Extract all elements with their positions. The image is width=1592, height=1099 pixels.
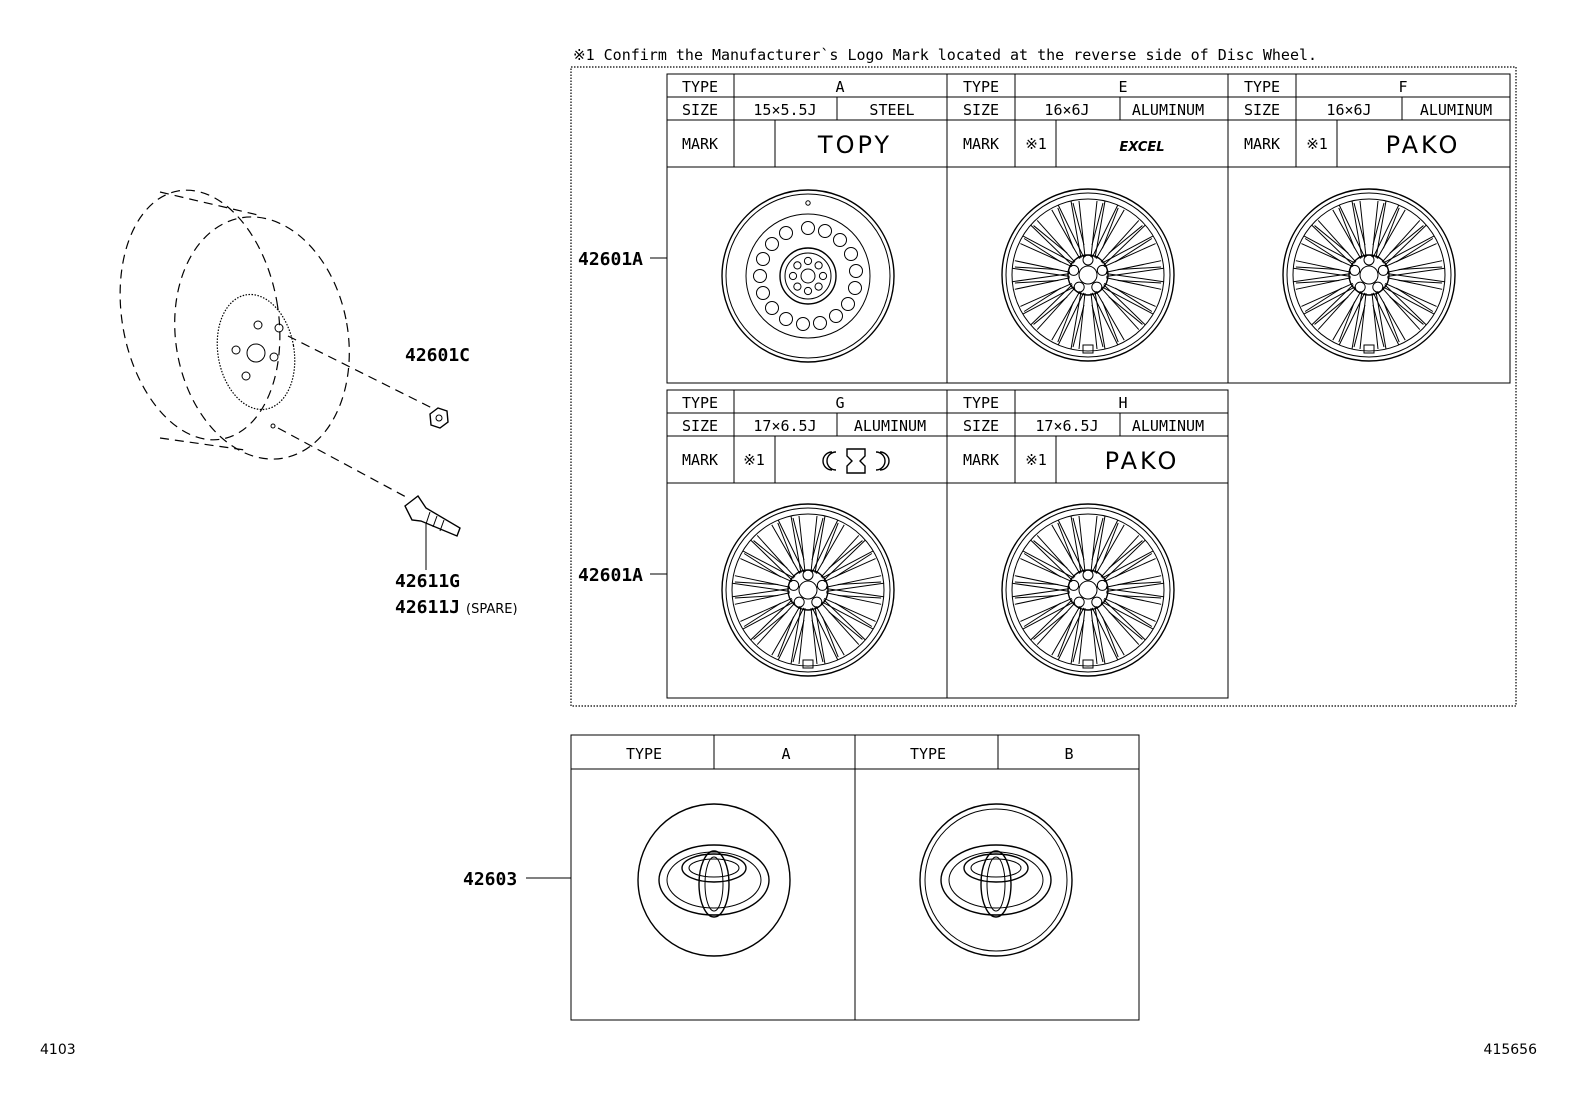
type-label: TYPE [963, 394, 999, 412]
steel-wheel-drawing [721, 189, 895, 363]
valve-stem-drawing [404, 494, 461, 570]
size-label: SIZE [1244, 101, 1280, 119]
footer-left-code: 4103 [40, 1042, 76, 1058]
wheel-size-value: 16×6J [1326, 101, 1371, 119]
mark-label: MARK [682, 451, 718, 469]
part-number-valve-spare: 42611J [395, 597, 460, 618]
toyota-logo-icon [637, 803, 791, 957]
part-number-nut: 42601C [405, 345, 470, 366]
hub-nut-drawing [429, 407, 449, 429]
wheel-type-g: TYPE G SIZE 17×6.5J ALUMINUM MARK ※1 [682, 394, 926, 676]
tire-assembly-drawing [119, 189, 433, 498]
wheel-table-frame [570, 66, 1517, 707]
manufacturer-mark-pako: PAKO [1386, 131, 1461, 159]
wheel-material-value: ALUMINUM [854, 417, 926, 435]
wheel-type-a: TYPE A SIZE 15×5.5J STEEL MARK TOPY [682, 78, 915, 363]
alloy-wheel-drawing [722, 504, 894, 676]
size-label: SIZE [963, 101, 999, 119]
wheel-type-value: F [1398, 78, 1407, 96]
cap-type-b: TYPE B [910, 745, 1074, 957]
wheel-type-e: TYPE E SIZE 16×6J ALUMINUM MARK ※1 EXCEL [963, 78, 1204, 361]
manufacturer-mark-pako: PAKO [1105, 447, 1180, 475]
mark-note: ※1 [1306, 135, 1328, 153]
wheel-size-value: 17×6.5J [753, 417, 816, 435]
type-label: TYPE [910, 745, 946, 763]
wheel-material-value: ALUMINUM [1132, 101, 1204, 119]
wheel-table-row1-grid [666, 73, 1511, 384]
type-label: TYPE [1244, 78, 1280, 96]
wheel-material-value: ALUMINUM [1420, 101, 1492, 119]
wheel-type-value: E [1118, 78, 1127, 96]
alloy-wheel-drawing [1283, 189, 1455, 361]
manufacturer-mark-topy: TOPY [817, 131, 892, 159]
spare-note: (SPARE) [466, 602, 518, 617]
part-number-valve: 42611G [395, 571, 460, 592]
mark-label: MARK [682, 135, 718, 153]
wheel-type-value: H [1118, 394, 1127, 412]
wheel-type-value: G [835, 394, 844, 412]
footer-right-code: 415656 [1484, 1042, 1538, 1058]
mark-note: ※1 [743, 451, 765, 469]
mark-label: MARK [1244, 135, 1280, 153]
size-label: SIZE [682, 101, 718, 119]
wheel-type-f: TYPE F SIZE 16×6J ALUMINUM MARK ※1 PAKO [1244, 78, 1492, 361]
wheel-size-value: 17×6.5J [1035, 417, 1098, 435]
mark-note: ※1 [1025, 451, 1047, 469]
mark-label: MARK [963, 451, 999, 469]
part-number-wheel-row1: 42601A [578, 249, 643, 270]
part-number-cap: 42603 [463, 869, 517, 890]
wheel-material-value: STEEL [869, 101, 914, 119]
mark-label: MARK [963, 135, 999, 153]
type-label: TYPE [682, 78, 718, 96]
wheel-table-row2-grid [666, 389, 1229, 699]
wheel-type-value: A [835, 78, 844, 96]
note-text: ※1 Confirm the Manufacturer`s Logo Mark … [573, 46, 1317, 64]
cap-inner-ring [924, 808, 1068, 952]
cap-type-a: TYPE A [626, 745, 791, 957]
mark-note: ※1 [1025, 135, 1047, 153]
type-label: TYPE [682, 394, 718, 412]
cap-table-grid [570, 734, 1140, 1021]
cap-type-value: B [1064, 745, 1073, 763]
part-number-wheel-row2: 42601A [578, 565, 643, 586]
wheel-type-h: TYPE H SIZE 17×6.5J ALUMINUM MARK ※1 PAK… [963, 394, 1204, 676]
size-label: SIZE [963, 417, 999, 435]
type-label: TYPE [963, 78, 999, 96]
manufacturer-logo-excel: EXCEL [1119, 140, 1164, 155]
wheel-size-value: 15×5.5J [753, 101, 816, 119]
wheel-size-value: 16×6J [1044, 101, 1089, 119]
alloy-wheel-drawing [1002, 504, 1174, 676]
size-label: SIZE [682, 417, 718, 435]
alloy-wheel-drawing [1002, 189, 1174, 361]
cap-type-value: A [781, 745, 790, 763]
toyota-logo-icon [919, 803, 1073, 957]
wheel-material-value: ALUMINUM [1132, 417, 1204, 435]
manufacturer-logo-icon [822, 448, 890, 474]
type-label: TYPE [626, 745, 662, 763]
